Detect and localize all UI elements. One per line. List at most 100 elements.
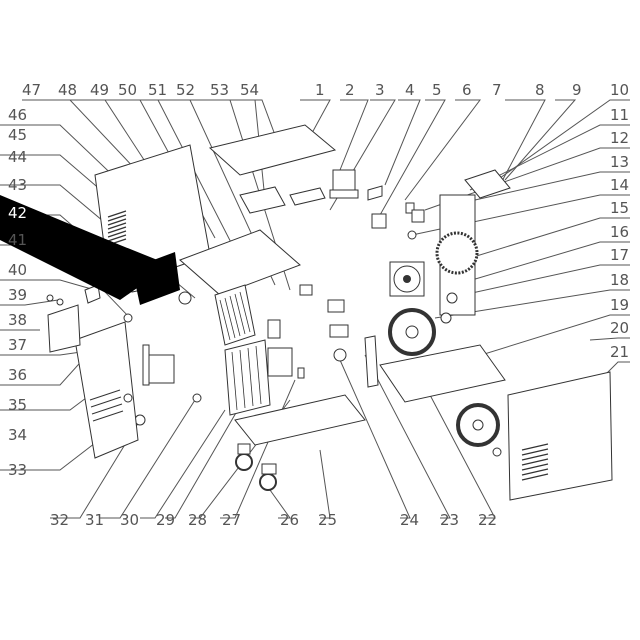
callout-28: 28	[188, 511, 207, 529]
callout-30: 30	[120, 511, 139, 529]
callout-34: 34	[8, 426, 27, 444]
callout-49: 49	[90, 81, 109, 99]
callout-18: 18	[610, 271, 629, 289]
callout-36: 36	[8, 366, 27, 384]
front-control-board	[47, 304, 81, 353]
leader-lines	[0, 99, 630, 519]
igbt-module-a	[299, 284, 313, 296]
capacitor	[333, 348, 347, 362]
side-strip	[364, 335, 379, 388]
callout-48: 48	[58, 81, 77, 99]
heatsink-lower	[224, 339, 271, 416]
callout-29: 29	[156, 511, 175, 529]
callout-40: 40	[8, 261, 27, 279]
connector-b	[440, 312, 452, 324]
callout-46: 46	[8, 106, 27, 124]
fan	[389, 261, 425, 297]
callout-45: 45	[8, 126, 27, 144]
callout-43: 43	[8, 176, 27, 194]
washer-41	[123, 313, 133, 323]
callout-21: 21	[610, 343, 629, 361]
callout-37: 37	[8, 336, 27, 354]
heatsink-upper	[214, 284, 256, 346]
callout-5: 5	[432, 81, 442, 99]
callout-51: 51	[148, 81, 167, 99]
bracket-27	[297, 367, 305, 379]
callout-25: 25	[318, 511, 337, 529]
bushing	[492, 447, 502, 457]
callout-6: 6	[462, 81, 472, 99]
callout-10: 10	[610, 81, 629, 99]
castor-wheel-b	[259, 463, 277, 491]
top-cover-plate	[208, 124, 337, 176]
right-side-cover	[507, 371, 613, 501]
callout-53: 53	[210, 81, 229, 99]
callout-42: 42	[8, 204, 27, 222]
control-board	[267, 347, 293, 377]
front-panel	[74, 321, 139, 459]
switch-a	[405, 202, 415, 214]
callout-50: 50	[118, 81, 137, 99]
cable-gland	[407, 230, 417, 240]
callout-20: 20	[610, 319, 629, 337]
transformer	[329, 169, 359, 199]
callout-44: 44	[8, 148, 27, 166]
igbt-module-c	[329, 324, 349, 338]
callout-38: 38	[8, 311, 27, 329]
callout-31: 31	[85, 511, 104, 529]
parts	[46, 124, 613, 501]
connector-a	[446, 292, 458, 304]
callout-47: 47	[22, 81, 41, 99]
callout-9: 9	[572, 81, 582, 99]
callout-7: 7	[492, 81, 502, 99]
callout-2: 2	[345, 81, 355, 99]
callout-33: 33	[8, 461, 27, 479]
handle	[464, 169, 511, 199]
callout-24: 24	[400, 511, 419, 529]
callout-23: 23	[440, 511, 459, 529]
castor-wheel-a	[235, 443, 253, 471]
base-plate	[234, 394, 366, 446]
callout-12: 12	[610, 129, 629, 147]
callout-27: 27	[222, 511, 241, 529]
callout-22: 22	[478, 511, 497, 529]
callout-14: 14	[610, 176, 629, 194]
potentiometer	[178, 291, 192, 305]
output-terminal	[192, 393, 202, 403]
callout-17: 17	[610, 246, 629, 264]
callout-26: 26	[280, 511, 299, 529]
callout-39: 39	[8, 286, 27, 304]
callout-13: 13	[610, 153, 629, 171]
top-bracket	[239, 186, 286, 214]
output-inductor	[142, 344, 175, 386]
small-bracket-a	[367, 185, 383, 201]
callout-15: 15	[610, 199, 629, 217]
callout-54: 54	[240, 81, 259, 99]
callout-35: 35	[8, 396, 27, 414]
rectifier-module	[267, 319, 281, 339]
callout-8: 8	[535, 81, 545, 99]
relay	[371, 213, 387, 229]
highlight-band-42	[0, 195, 180, 305]
switch-b	[411, 209, 425, 223]
terminal-strip	[289, 187, 326, 206]
callout-16: 16	[610, 223, 629, 241]
knob-39	[56, 298, 64, 306]
rear-panel	[435, 194, 479, 316]
callout-11: 11	[610, 106, 629, 124]
callout-4: 4	[405, 81, 415, 99]
callout-3: 3	[375, 81, 385, 99]
callout-32: 32	[50, 511, 69, 529]
callout-41: 41	[8, 231, 27, 249]
bottom-tray	[379, 344, 506, 403]
callout-1: 1	[315, 81, 325, 99]
rear-wheel-lower	[456, 403, 500, 447]
callout-52: 52	[176, 81, 195, 99]
middle-partition	[179, 229, 301, 296]
knob-38	[46, 294, 54, 302]
rear-wheel-upper	[388, 308, 436, 356]
igbt-module-b	[327, 299, 345, 313]
callout-19: 19	[610, 296, 629, 314]
